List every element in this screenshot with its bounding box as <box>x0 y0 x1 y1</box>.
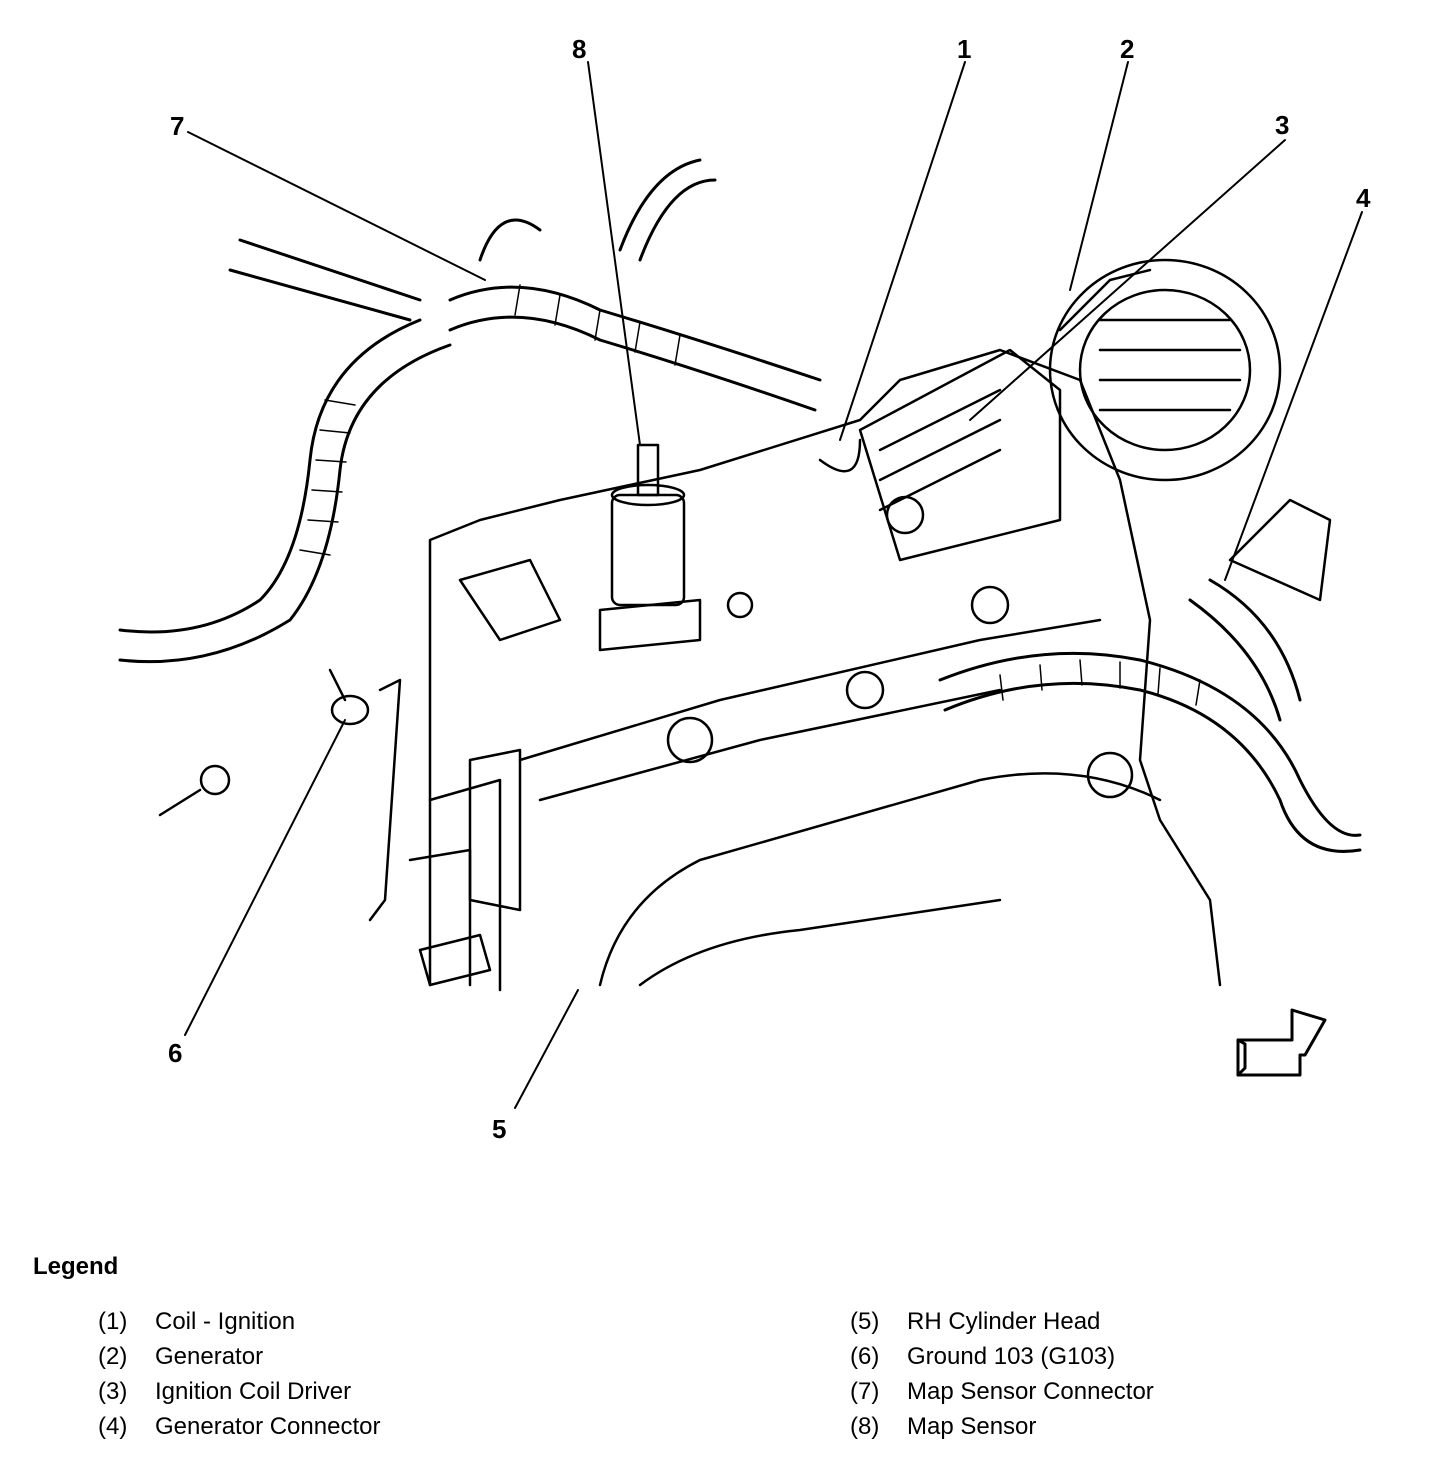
generator <box>1048 258 1332 602</box>
engine-diagram: 1 2 3 4 5 6 7 8 <box>118 34 1371 1144</box>
legend-column-right: (5) RH Cylinder Head (6) Ground 103 (G10… <box>850 1304 1154 1444</box>
legend-item-number: (2) <box>98 1342 128 1370</box>
legend-item-label: Generator Connector <box>155 1412 381 1440</box>
coil-assembly <box>818 348 1062 562</box>
legend-item: (8) Map Sensor <box>850 1409 1154 1444</box>
legend-item-label: Generator <box>155 1342 264 1370</box>
legend-column-left: (1) Coil - Ignition (2) Generator (3) Ig… <box>98 1304 380 1444</box>
callout-5: 5 <box>492 1114 506 1144</box>
legend-item: (5) RH Cylinder Head <box>850 1304 1154 1339</box>
legend-item-label: Map Sensor <box>907 1412 1037 1440</box>
front-arrow-icon <box>1236 1008 1327 1077</box>
cylinder-head-bracket <box>418 558 562 987</box>
legend-item: (1) Coil - Ignition <box>98 1304 380 1339</box>
legend-item-number: (3) <box>98 1377 128 1405</box>
callout-7: 7 <box>170 111 184 141</box>
legend-item: (7) Map Sensor Connector <box>850 1374 1154 1409</box>
legend-item-number: (5) <box>850 1307 880 1335</box>
ground-terminal <box>158 668 402 922</box>
callout-6: 6 <box>168 1038 182 1068</box>
legend-item: (6) Ground 103 (G103) <box>850 1339 1154 1374</box>
legend-item: (3) Ignition Coil Driver <box>98 1374 380 1409</box>
legend-item-label: Ground 103 (G103) <box>907 1342 1116 1370</box>
legend-item-label: Ignition Coil Driver <box>155 1377 352 1405</box>
legend-item-number: (1) <box>98 1307 128 1335</box>
harness-ribs <box>299 284 1201 706</box>
callout-1: 1 <box>957 34 971 64</box>
leader-lines <box>184 61 1363 1109</box>
callout-8: 8 <box>572 34 586 64</box>
legend-item-number: (8) <box>850 1412 880 1440</box>
legend-item-number: (6) <box>850 1342 880 1370</box>
callout-2: 2 <box>1120 34 1134 64</box>
legend-item: (4) Generator Connector <box>98 1409 380 1444</box>
legend-item-label: RH Cylinder Head <box>907 1307 1101 1335</box>
engine-block <box>408 348 1222 992</box>
legend-item-label: Map Sensor Connector <box>907 1377 1154 1405</box>
callout-4: 4 <box>1356 183 1371 213</box>
legend-title: Legend <box>33 1253 119 1280</box>
legend-item-number: (4) <box>98 1412 128 1440</box>
legend-item: (2) Generator <box>98 1339 380 1374</box>
legend-item-number: (7) <box>850 1377 880 1405</box>
legend-item-label: Coil - Ignition <box>155 1307 296 1335</box>
map-sensor <box>598 443 702 652</box>
callout-3: 3 <box>1275 110 1289 140</box>
wiring-harness <box>118 158 1362 853</box>
